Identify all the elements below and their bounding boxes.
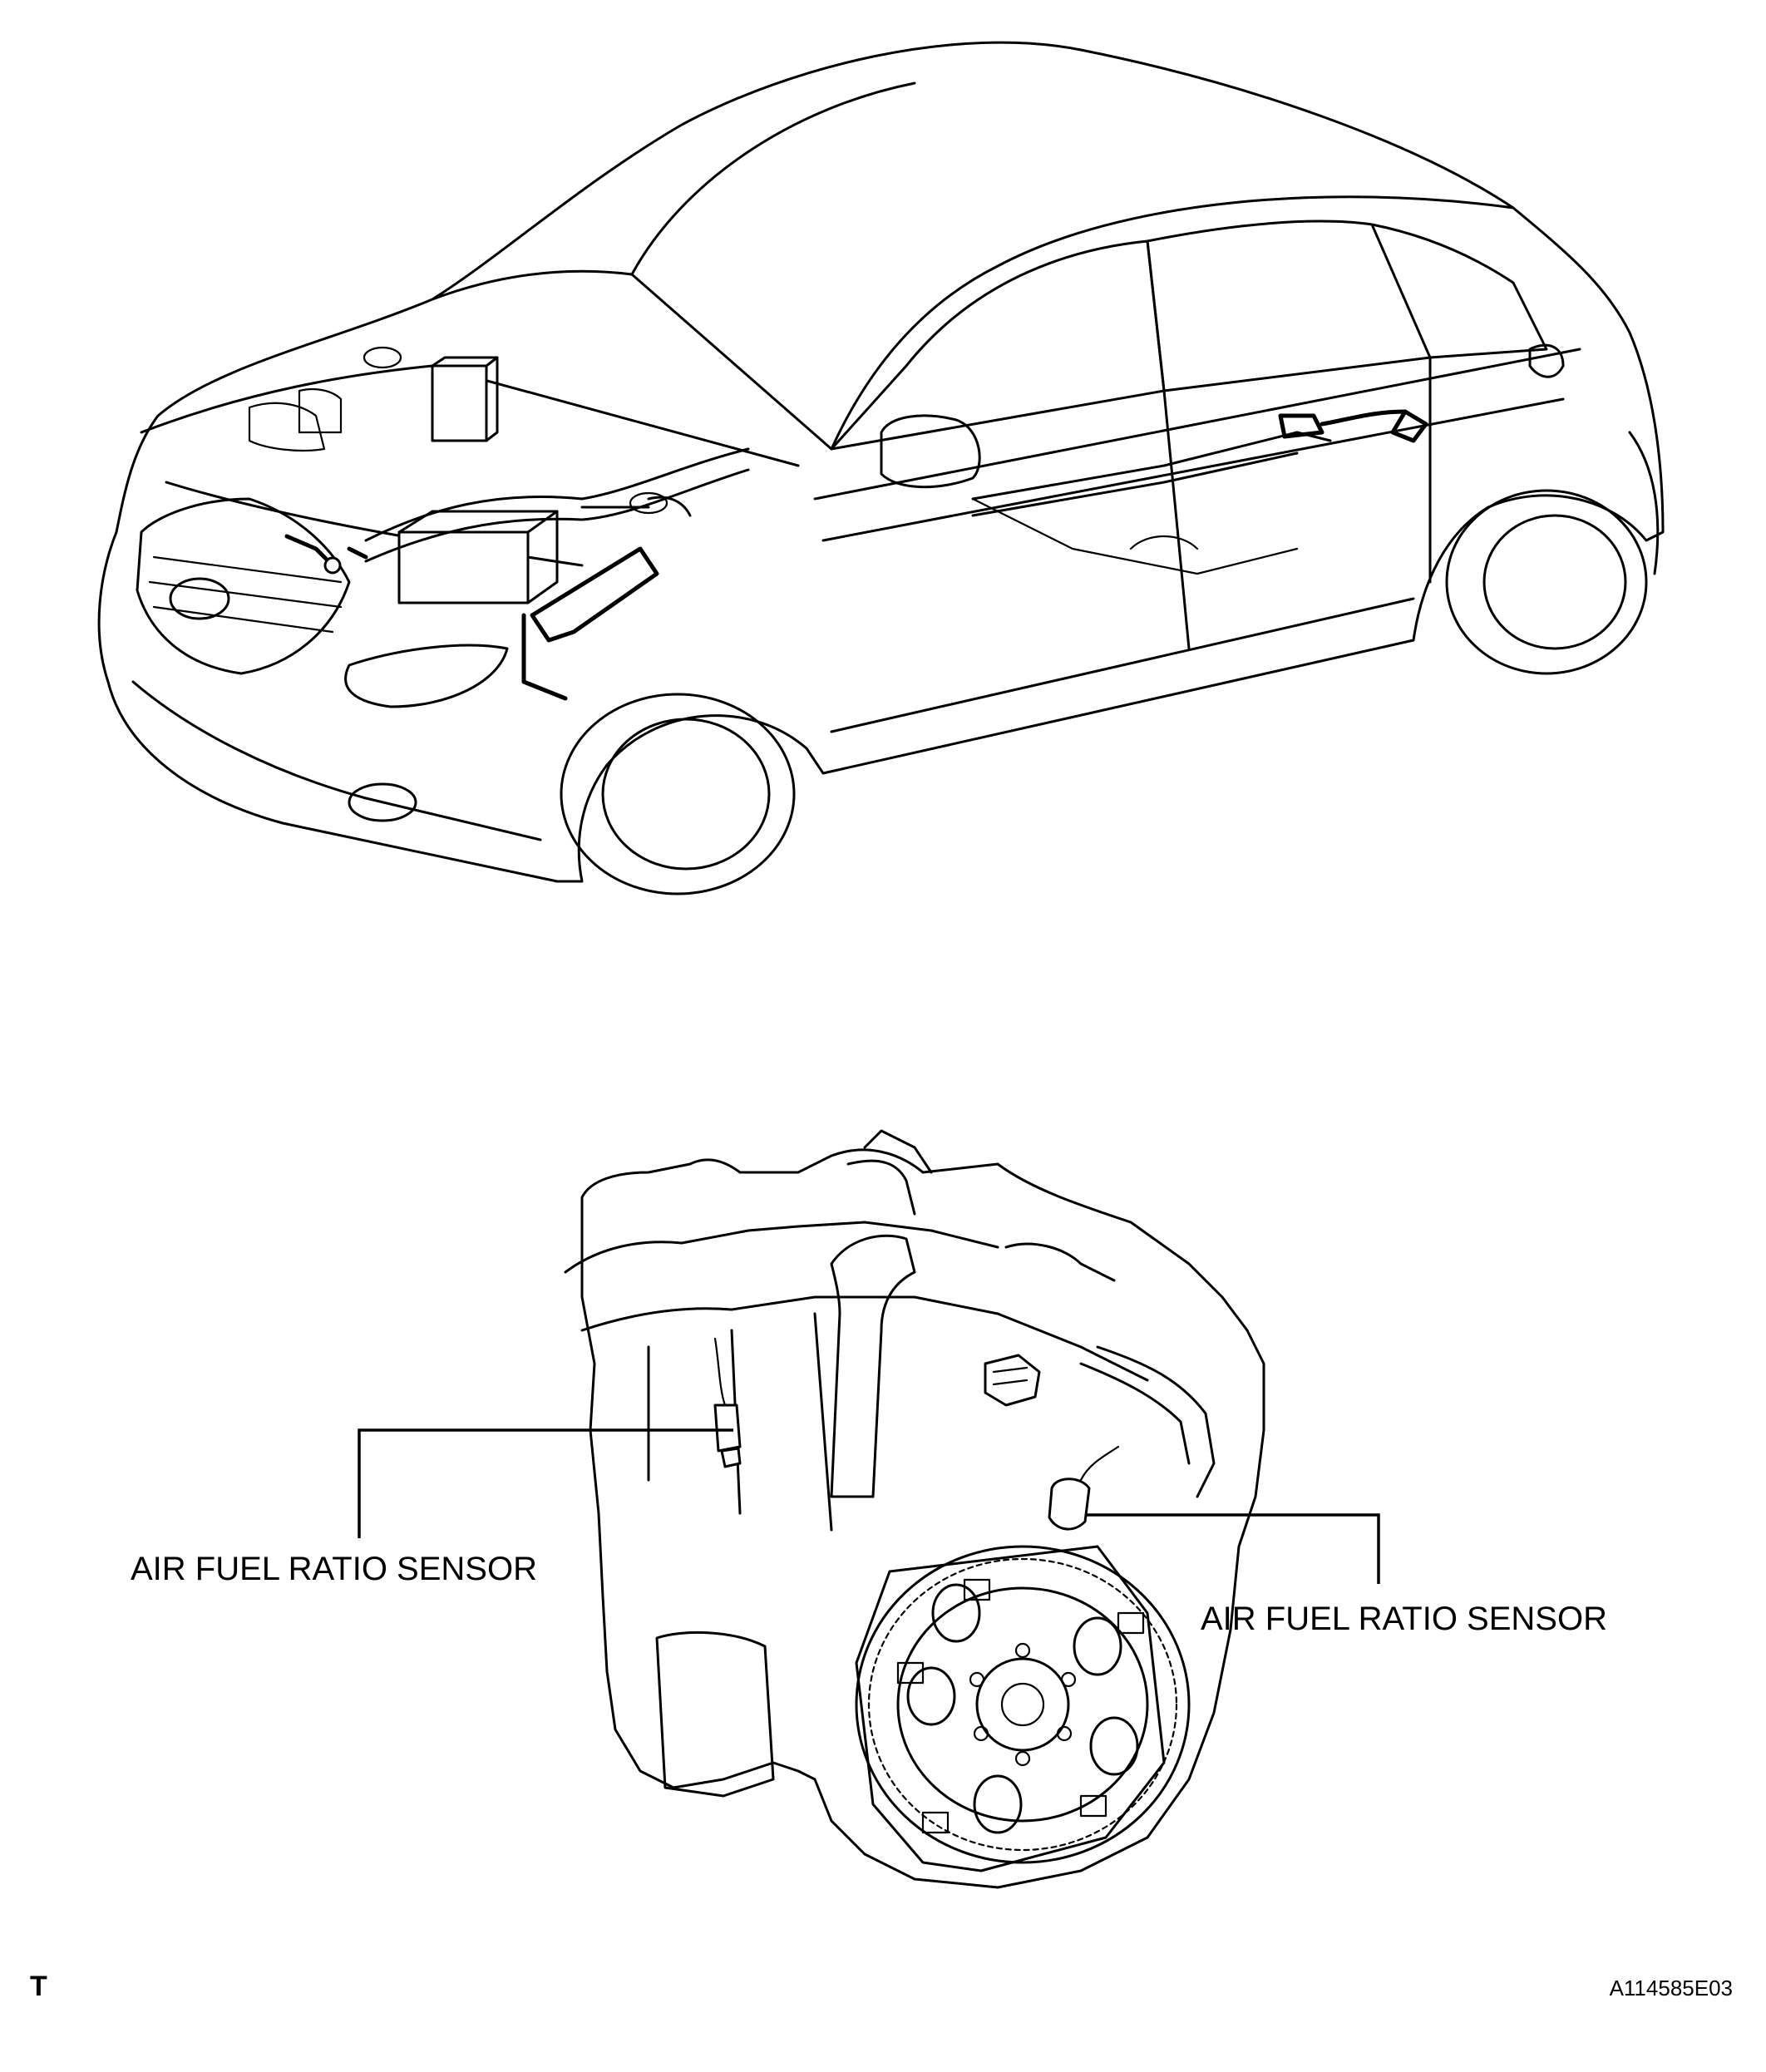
- vehicle-illustration: [97, 41, 1665, 895]
- right-sensor-label: AIR FUEL RATIO SENSOR: [1201, 1601, 1607, 1637]
- left-sensor-label: AIR FUEL RATIO SENSOR: [131, 1551, 537, 1587]
- left-sensor-leader: [358, 1428, 733, 1538]
- flywheel: [855, 1545, 1191, 1864]
- flywheel-housing: [855, 1545, 1166, 1872]
- ecm-box: [431, 364, 488, 442]
- corner-mark: T: [30, 1971, 47, 2002]
- figure-code: A114585E03: [1609, 1976, 1733, 2000]
- right-sensor-leader: [1085, 1513, 1380, 1584]
- right-air-fuel-sensor: [1048, 1478, 1091, 1531]
- engine-illustration: [564, 1129, 1265, 1889]
- left-air-fuel-sensor: [713, 1404, 742, 1453]
